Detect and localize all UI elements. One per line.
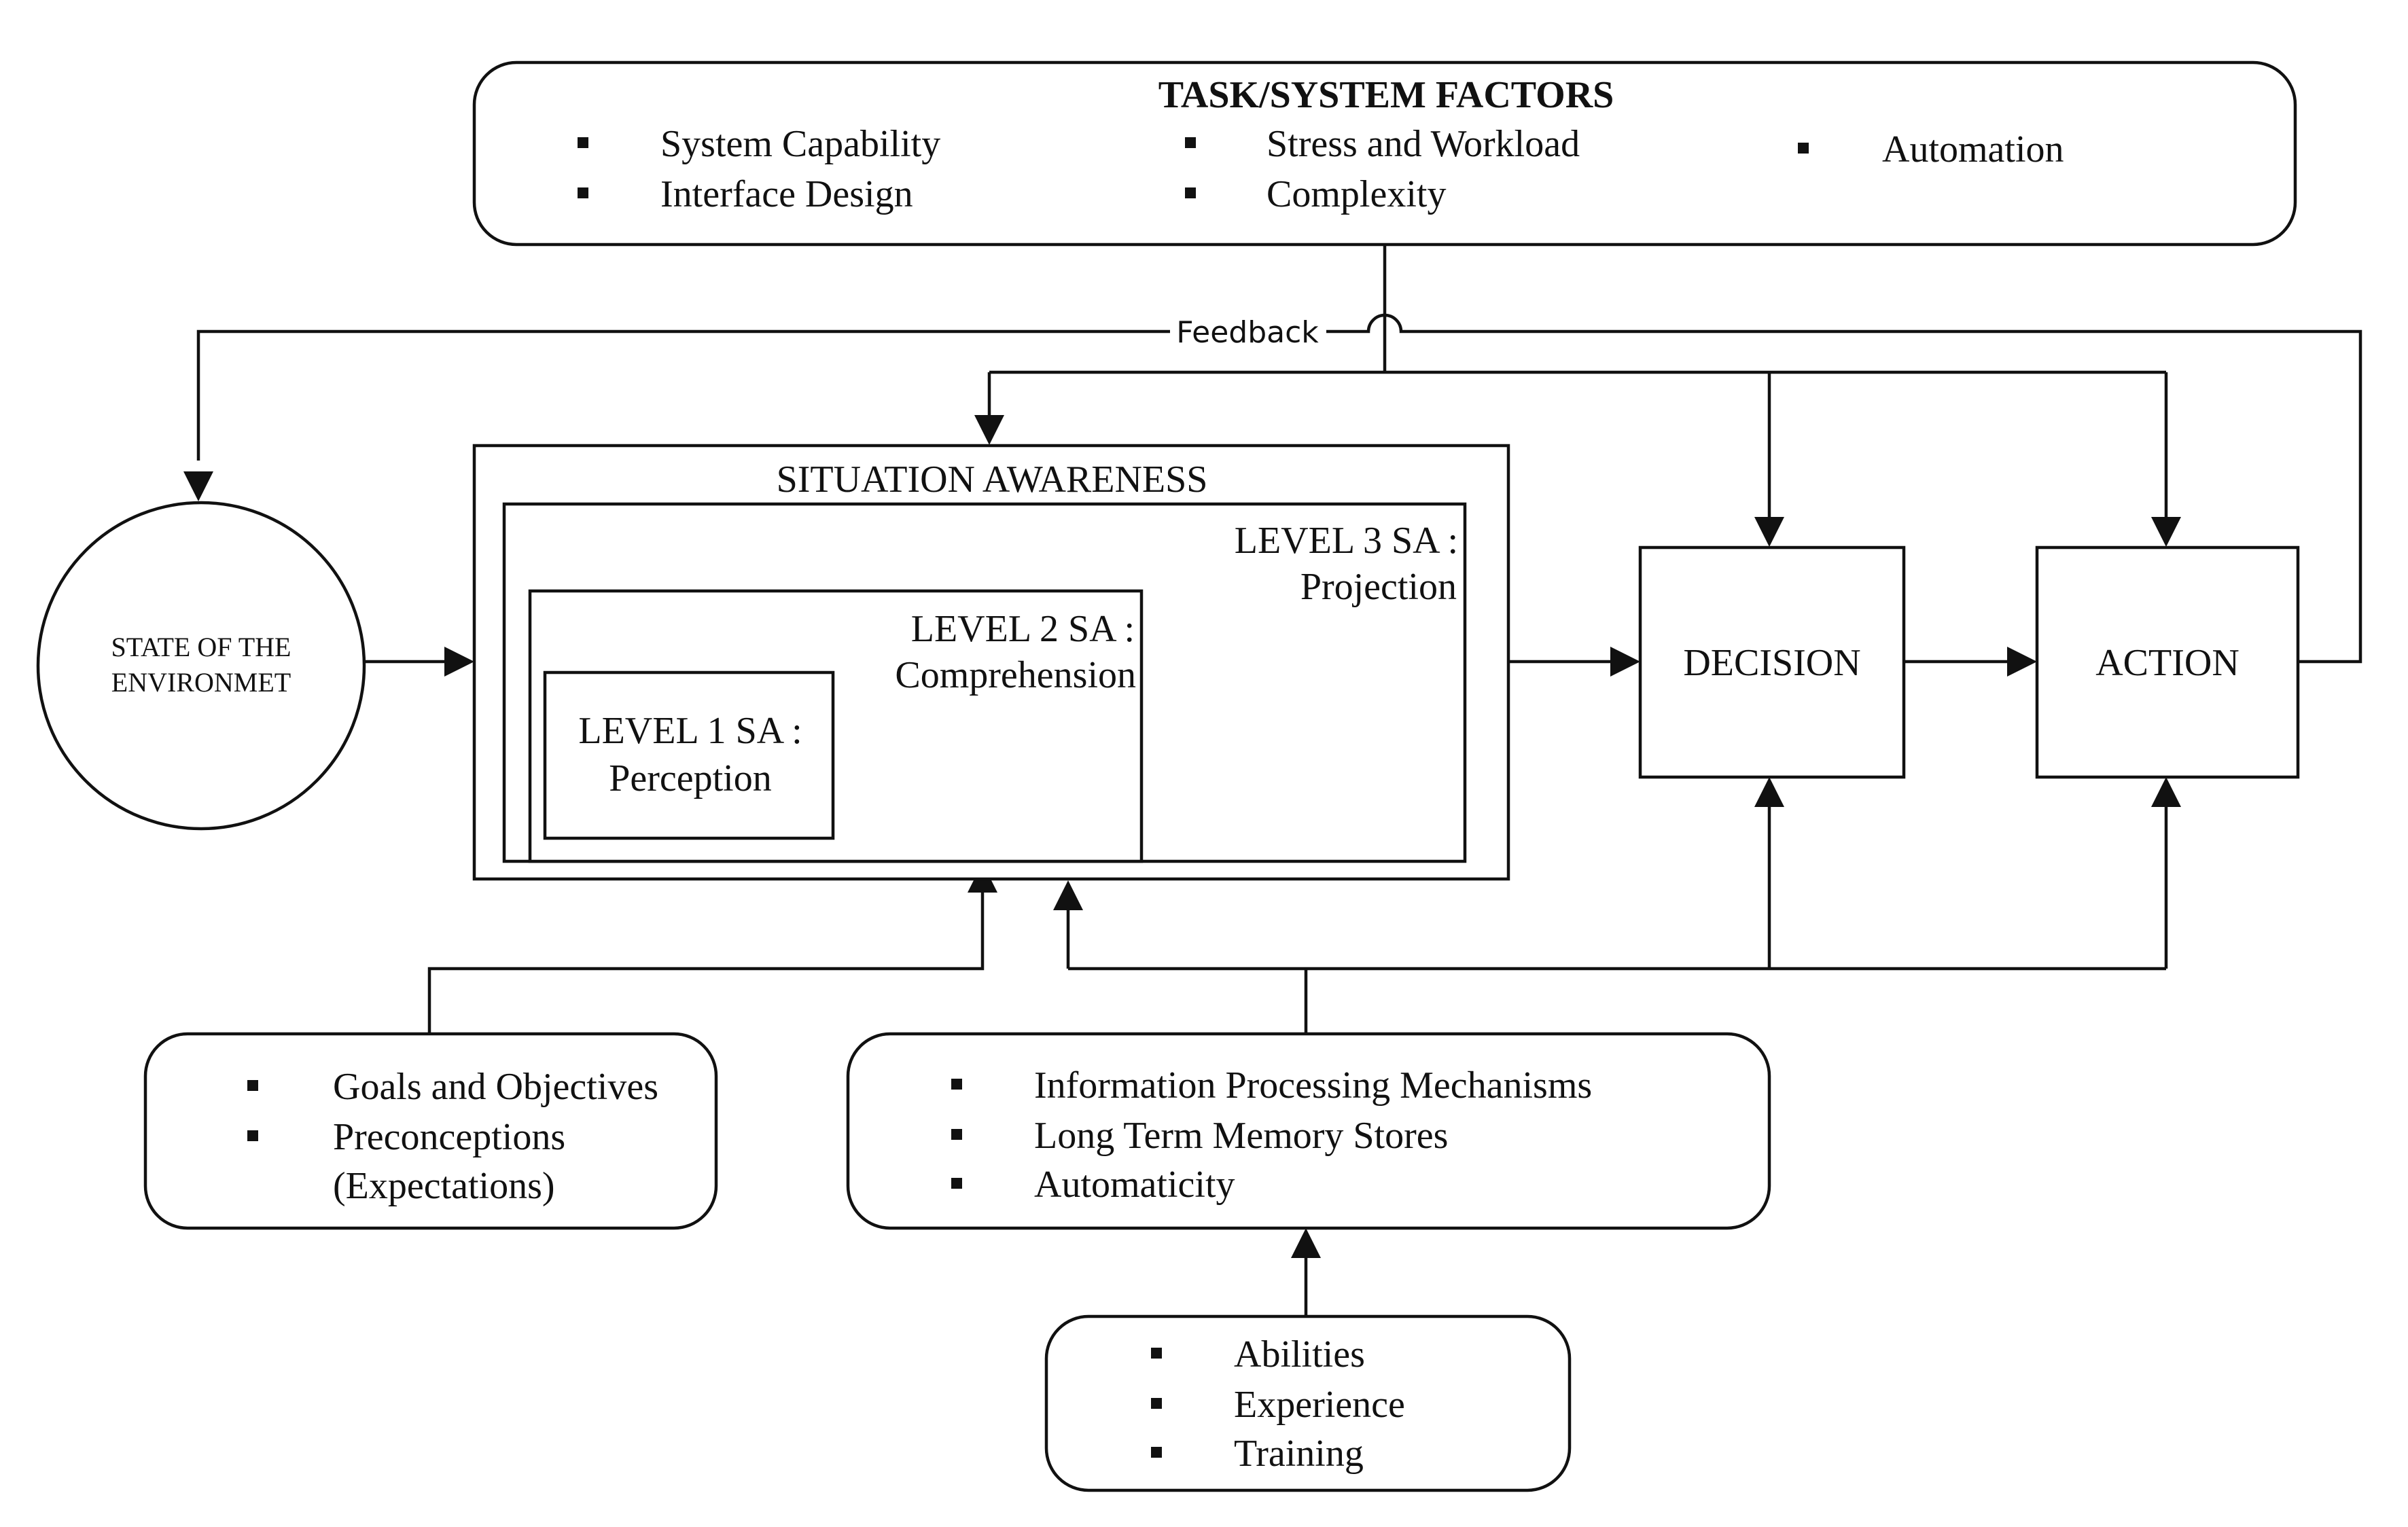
state-of-environment: STATE OF THE ENVIRONMET xyxy=(36,501,366,831)
decision-label: DECISION xyxy=(1683,642,1860,684)
level3-heading: LEVEL 3 SA : xyxy=(1235,520,1458,562)
arrowhead-sa-top xyxy=(974,415,1004,445)
feedback-label: Feedback xyxy=(1176,315,1319,350)
goals-to-sa xyxy=(427,890,985,1032)
goals-item: Preconceptions xyxy=(333,1116,565,1158)
task-factors-frame xyxy=(472,60,2297,247)
task-factor-item: Interface Design xyxy=(660,173,913,215)
bullet xyxy=(951,1079,962,1090)
level1-frame xyxy=(543,670,835,840)
level3-subtitle: Projection xyxy=(1300,566,1457,608)
action-label: ACTION xyxy=(2095,642,2239,684)
individual-item: Automaticity xyxy=(1034,1164,1235,1206)
arrowhead-decision-top xyxy=(1754,517,1784,547)
abilities-item: Experience xyxy=(1234,1384,1405,1426)
arrowhead-environment xyxy=(183,471,213,501)
feedback-loop-left xyxy=(196,329,1170,461)
bullet xyxy=(247,1080,258,1091)
individual-frame xyxy=(846,1032,1771,1230)
goals-frame xyxy=(143,1032,718,1230)
abilities-box: Abilities Experience Training xyxy=(1044,1314,1572,1492)
bullet xyxy=(1151,1447,1162,1458)
environment-line1: STATE OF THE xyxy=(111,632,291,662)
arrowhead-action-top xyxy=(2151,517,2181,547)
abilities-item: Abilities xyxy=(1234,1333,1365,1376)
bullet xyxy=(951,1129,962,1140)
bullet xyxy=(1151,1398,1162,1409)
environment-line2: ENVIRONMET xyxy=(111,667,291,698)
arrowhead-individual-to-action xyxy=(2151,777,2181,807)
individual-item: Information Processing Mechanisms xyxy=(1034,1064,1592,1107)
bullet xyxy=(578,137,588,148)
arrowhead-individual-to-sa xyxy=(1053,880,1083,910)
level2-heading: LEVEL 2 SA : xyxy=(911,608,1135,650)
arrowhead-env-to-sa xyxy=(444,647,474,677)
task-factor-item: Complexity xyxy=(1267,173,1446,215)
abilities-item: Training xyxy=(1234,1433,1364,1475)
bullet xyxy=(247,1130,258,1141)
arrowhead-sa-to-decision xyxy=(1610,647,1640,677)
arrowhead-decision-to-action xyxy=(2007,647,2037,677)
bullet xyxy=(1151,1348,1162,1359)
arrowhead-individual-to-decision xyxy=(1754,777,1784,807)
goals-item: (Expectations) xyxy=(333,1165,555,1207)
action-frame xyxy=(2035,545,2300,779)
bullet xyxy=(951,1178,962,1189)
feedback-loop xyxy=(1326,313,2362,664)
task-factor-item: Stress and Workload xyxy=(1267,123,1580,165)
arrowheads xyxy=(183,415,2181,1258)
bullet xyxy=(578,187,588,198)
situation-awareness-box: SITUATION AWARENESS LEVEL 3 SA : Project… xyxy=(472,444,1510,881)
bullet xyxy=(1798,143,1809,154)
bullet xyxy=(1185,187,1196,198)
individual-factors-box: Information Processing Mechanisms Long T… xyxy=(846,1032,1771,1230)
goals-box: Goals and Objectives Preconceptions (Exp… xyxy=(143,1032,718,1230)
task-factors-title: TASK/SYSTEM FACTORS xyxy=(1158,74,1614,116)
level1-subtitle: Perception xyxy=(609,757,771,800)
abilities-frame xyxy=(1044,1314,1572,1492)
arrowhead-abilities-to-individual xyxy=(1291,1228,1321,1258)
task-factor-item: System Capability xyxy=(660,123,940,165)
environment-circle xyxy=(36,501,366,831)
level2-subtitle: Comprehension xyxy=(895,654,1136,696)
action-box: ACTION xyxy=(2035,545,2300,779)
level1-heading: LEVEL 1 SA : xyxy=(578,710,802,752)
sa-title: SITUATION AWARENESS xyxy=(777,459,1208,501)
bullet xyxy=(1185,137,1196,148)
decision-box: DECISION xyxy=(1638,545,1906,779)
goals-item: Goals and Objectives xyxy=(333,1066,658,1108)
task-system-factors-box: TASK/SYSTEM FACTORS System Capability In… xyxy=(472,60,2297,247)
task-factor-item: Automation xyxy=(1882,128,2064,170)
individual-item: Long Term Memory Stores xyxy=(1034,1115,1448,1157)
decision-frame xyxy=(1638,545,1906,779)
